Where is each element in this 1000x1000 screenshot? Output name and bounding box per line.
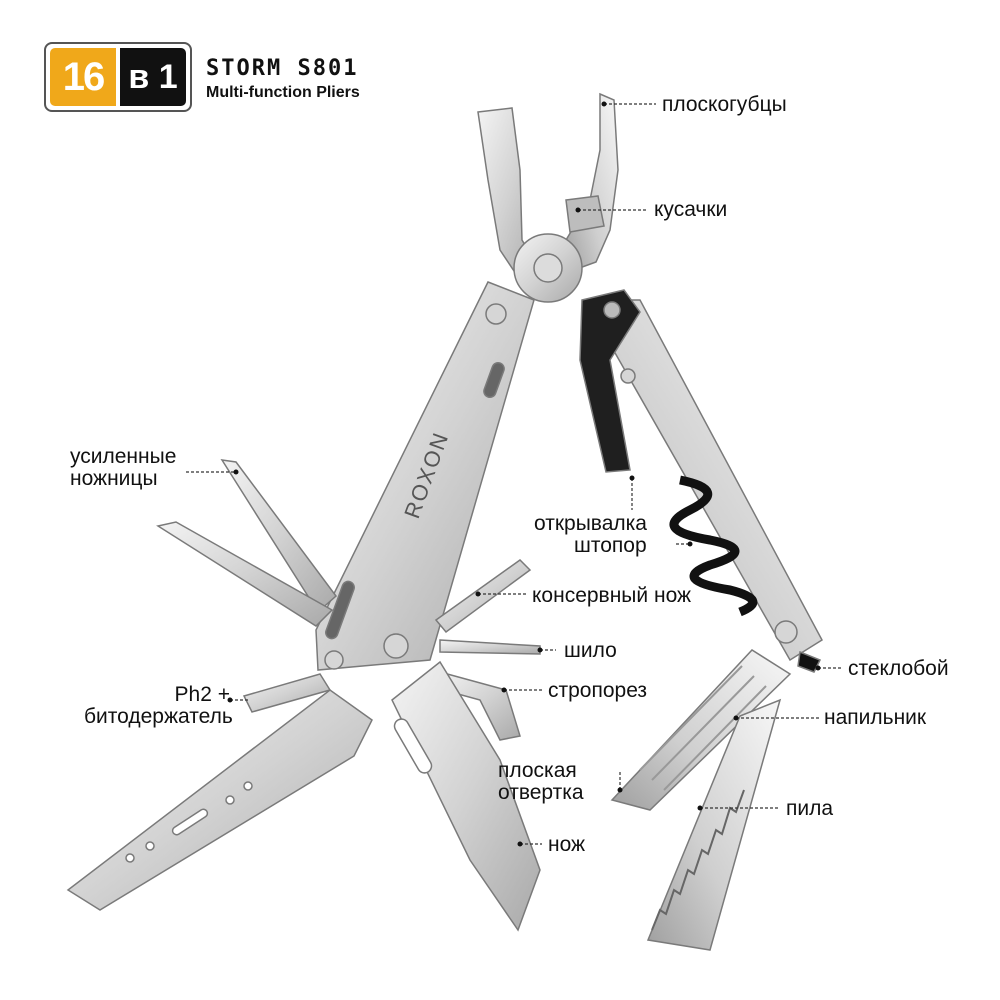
label-glass-breaker: стеклобой — [848, 657, 949, 680]
label-flat-screwdriver: плоская отвертка — [498, 760, 584, 804]
scissors — [156, 459, 338, 627]
label-bottle-opener: открывалка — [534, 512, 647, 535]
badge-number: 16 — [50, 48, 116, 106]
product-name: STORM S801 — [206, 56, 359, 81]
knife-blade — [391, 660, 541, 932]
leader-lines — [186, 103, 842, 845]
label-corkscrew: штопор — [574, 534, 647, 557]
left-handle: ROXON — [315, 281, 535, 671]
label-awl: шило — [564, 639, 617, 662]
right-handle — [579, 289, 823, 673]
file-screwdriver — [610, 649, 792, 811]
brand-badge: 16 в 1 — [44, 42, 192, 112]
label-bit-holder-line1: Ph2 + — [174, 683, 230, 706]
label-scissors-line1: усиленные — [70, 445, 177, 468]
pliers-jaws — [477, 92, 619, 303]
label-scissors-line2: ножницы — [70, 467, 158, 490]
label-bit-holder: Ph2 + — [138, 684, 230, 706]
label-file: напильник — [824, 706, 927, 729]
handle-extension — [66, 689, 373, 911]
label-saw: пила — [786, 797, 834, 820]
label-knife: нож — [548, 833, 586, 856]
label-flat-screwdriver-line2: отвертка — [498, 781, 584, 804]
label-bit-holder-line2: битодержатель — [84, 705, 233, 728]
product-subtitle: Multi-function Pliers — [206, 84, 360, 101]
label-strap-cutter: стропорез — [548, 679, 648, 702]
label-pliers: плоскогубцы — [662, 93, 787, 116]
leader-dots — [227, 101, 821, 847]
label-can-opener: консервный нож — [532, 584, 692, 607]
label-scissors: усиленные ножницы — [70, 446, 176, 490]
saw-blade — [646, 698, 782, 951]
label-flat-screwdriver-line1: плоская — [498, 759, 577, 782]
badge-word: в 1 — [120, 48, 186, 106]
label-wire-cutters: кусачки — [654, 198, 728, 221]
